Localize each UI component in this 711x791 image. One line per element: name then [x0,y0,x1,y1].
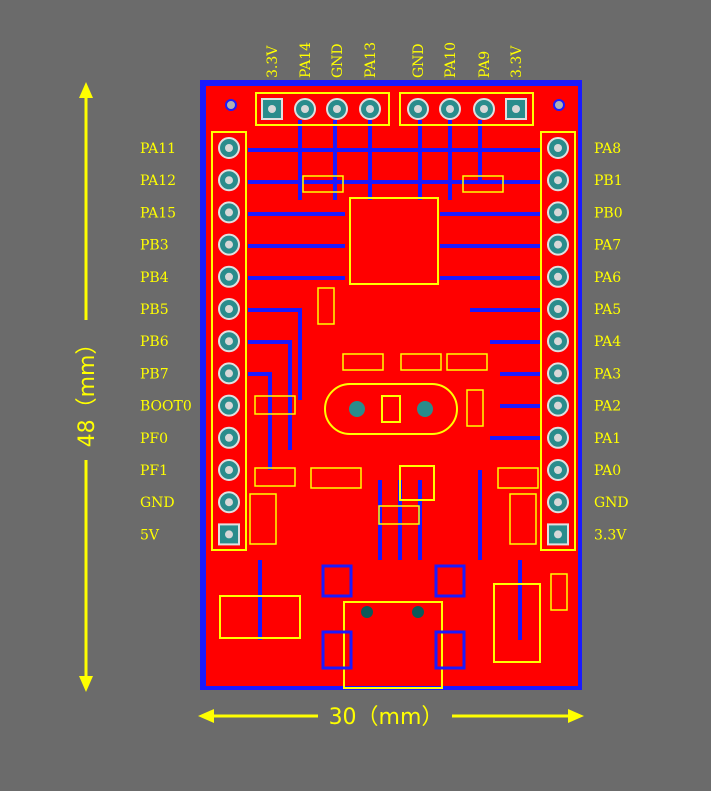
right-pin-label: PB0 [594,205,623,221]
top-header-left-box [255,92,390,126]
usb-pad-bl [321,630,353,670]
right-pin-pad-hole [554,466,562,474]
right-pin-pad-hole [554,498,562,507]
right-pin-pad-hole [554,433,562,442]
top-pin-label: GND [411,43,427,78]
right-pin-pad-hole [554,240,562,249]
top-pin-label: PA9 [477,51,493,78]
width-label: 30（mm） [329,705,444,730]
left-pin-pad-hole [225,369,233,378]
left-pin-pad-hole [225,176,233,185]
right-pin-label: PB1 [594,173,623,189]
left-pin-label: BOOT0 [140,399,192,415]
top-pin-pad-hole [480,105,488,113]
button-switch [493,583,541,663]
top-pin-label: 3.3V [265,45,281,78]
top-pin-pad-hole [512,105,520,113]
width-dimension [198,709,584,723]
height-label: 48（mm） [75,333,100,448]
top-pin-label: GND [330,43,346,78]
left-pin-label: PA12 [140,173,176,189]
right-pin-pad-hole [554,369,562,378]
usb-connector [343,601,443,689]
left-header-box [211,131,247,551]
right-header-box [540,131,576,551]
right-pin-label: PA7 [594,238,621,254]
mount-via-tl [225,99,237,111]
top-pin-pad-hole [333,105,341,113]
right-pin-label: PA3 [594,366,621,382]
left-pin-label: PA11 [140,141,176,157]
right-pin-label: PA8 [594,141,621,157]
regulator [219,595,301,639]
left-pin-label: PA15 [140,205,176,221]
left-header-pins: PA11PA12PA15PB3PB4PB5PB6PB7BOOT0PF0PF1GN… [140,137,240,546]
left-pin-pad-hole [225,466,233,474]
right-pin-label: PA0 [594,463,621,479]
top-header-right-box [399,92,534,126]
bottom-layer-traces [248,120,540,640]
top-pin-pad-hole [301,105,309,113]
left-pin-pad-hole [225,530,233,539]
left-pin-label: PB3 [140,238,169,254]
usb-pad-tl [321,564,353,598]
usb-hole-right [412,606,424,618]
top-pin-label: PA14 [298,42,314,78]
usb-pad-br [434,630,466,670]
left-pin-pad-hole [225,272,233,281]
top-pin-pad-hole [414,105,422,113]
right-pin-label: 3.3V [594,527,627,543]
left-pin-label: PB5 [140,302,169,318]
passive-components [249,175,568,611]
right-pin-label: PA1 [594,431,621,447]
top-pin-pad-hole [366,105,374,113]
height-dimension [79,82,93,692]
right-pin-pad-hole [554,337,562,346]
left-pin-pad-hole [225,498,233,507]
left-pin-label: PB6 [140,334,169,350]
left-pin-pad-hole [225,240,233,249]
right-pin-label: GND [594,495,629,511]
left-pin-label: PF0 [140,431,168,447]
right-pin-label: PA2 [594,399,621,415]
crystal-pad-left [349,401,365,417]
left-pin-pad-hole [225,433,233,442]
right-pin-pad-hole [554,144,562,152]
right-pin-pad-hole [554,530,562,539]
usb-pad-tr [434,564,466,598]
top-pin-label: PA13 [363,42,379,78]
left-pin-label: 5V [140,527,160,543]
left-pin-pad-hole [225,337,233,346]
right-pin-label: PA5 [594,302,621,318]
top-pin-pad-hole [446,105,454,113]
right-pin-pad-hole [554,401,562,410]
mount-via-tr [553,99,565,111]
usb-hole-left [361,606,373,618]
top-header-pins: 3.3V PA14 GND PA13 GND PA10 PA9 3.3V [261,42,527,120]
right-pin-label: PA6 [594,270,621,286]
right-pin-pad-hole [554,272,562,281]
left-pin-label: GND [140,495,175,511]
crystal-pad-right [417,401,433,417]
left-pin-label: PB4 [140,270,169,286]
left-pin-label: PB7 [140,366,169,382]
right-pin-pad-hole [554,176,562,185]
right-pin-label: PA4 [594,334,621,350]
top-pin-label: 3.3V [509,45,525,78]
top-pin-label: PA10 [443,42,459,78]
mcu-chip [349,197,439,285]
left-pin-pad-hole [225,144,233,152]
right-pin-pad-hole [554,305,562,313]
left-pin-label: PF1 [140,463,168,479]
left-pin-pad-hole [225,401,233,410]
crystal [324,383,458,435]
left-pin-pad-hole [225,305,233,313]
crystal-body [381,395,401,423]
led [399,465,435,501]
top-pin-pad-hole [268,105,276,113]
right-pin-pad-hole [554,208,562,217]
left-pin-pad-hole [225,208,233,217]
